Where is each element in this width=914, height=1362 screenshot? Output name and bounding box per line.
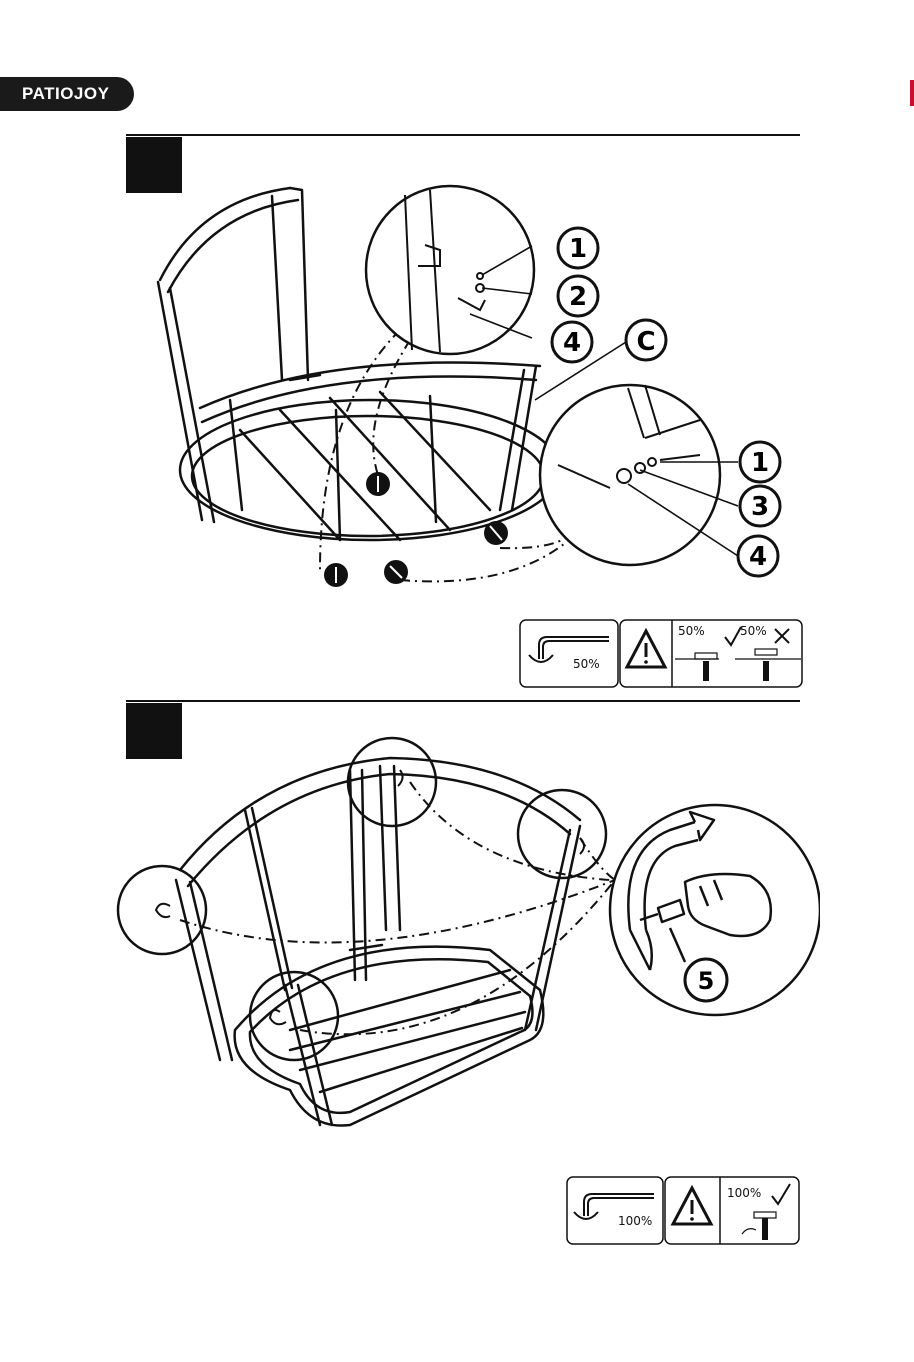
step-1-divider (126, 134, 800, 136)
callout-4a: 4 (550, 320, 594, 364)
callout-4b: 4 (736, 534, 780, 578)
svg-text:4: 4 (749, 542, 767, 572)
svg-text:C: C (636, 327, 655, 357)
step-2-illustration (110, 730, 820, 1140)
callout-c: C (624, 318, 668, 362)
svg-text:1: 1 (751, 448, 769, 478)
step-2-tighten-panel (566, 1176, 800, 1246)
svg-text:5: 5 (698, 967, 715, 995)
callout-1a: 1 (556, 226, 600, 270)
svg-text:1: 1 (569, 234, 587, 264)
callout-5: 5 (682, 956, 730, 1004)
step-1-warn-bad-percent: 50% (740, 624, 767, 638)
page-edge-mark (910, 80, 914, 106)
svg-text:2: 2 (569, 282, 587, 312)
callout-2: 2 (556, 274, 600, 318)
step-1-warn-ok-percent: 50% (678, 624, 705, 638)
step-2-tighten-percent: 100% (618, 1214, 652, 1228)
step-2-warn-ok-percent: 100% (727, 1186, 761, 1200)
step-1-tighten-percent: 50% (573, 657, 600, 671)
callout-1b: 1 (738, 440, 782, 484)
step-1-illustration (140, 170, 820, 600)
step-2-divider (126, 700, 800, 702)
brand-logo: PATIOJOY (0, 77, 134, 111)
svg-text:4: 4 (563, 328, 581, 358)
svg-text:3: 3 (751, 492, 769, 522)
callout-3: 3 (738, 484, 782, 528)
